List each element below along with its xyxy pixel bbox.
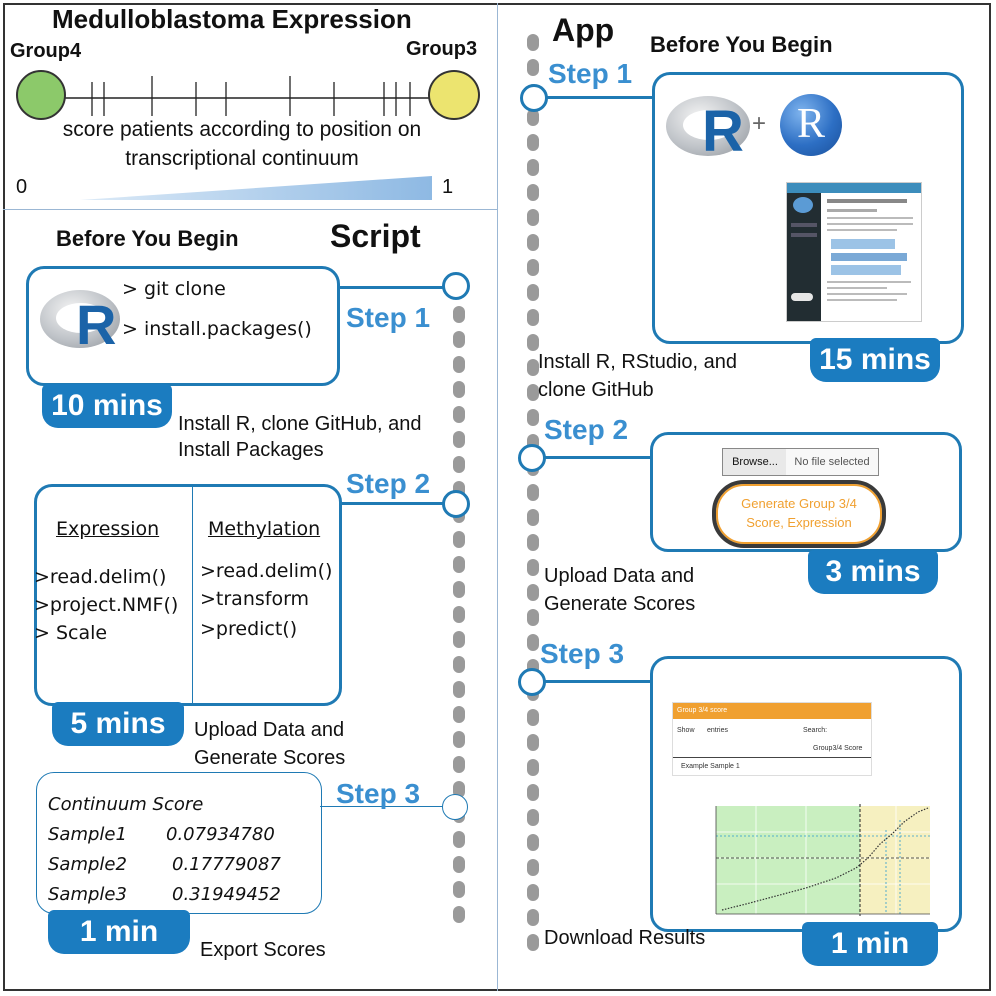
app-timeline-dots	[527, 34, 541, 959]
expr-line-1: >read.delim()	[34, 566, 167, 588]
script-title: Script	[330, 218, 421, 254]
results-row-sample: Example Sample 1	[681, 763, 740, 770]
no-file-label: No file selected	[794, 456, 870, 468]
sample2-value: 0.17779087	[172, 854, 281, 875]
results-search: Search:	[803, 727, 828, 734]
app-step1-desc2: clone GitHub	[538, 379, 654, 401]
app-before-heading: Before You Begin	[650, 32, 833, 57]
group3-label: Group3	[406, 38, 478, 60]
scale-min: 0	[16, 176, 28, 198]
expr-line-2: >project.NMF()	[34, 594, 179, 616]
script-step2-node	[442, 490, 470, 518]
script-timeline-dots	[453, 306, 467, 931]
app-step2-node	[518, 444, 546, 472]
sample1-value: 0.07934780	[166, 824, 275, 845]
app-r-logo-icon: R	[666, 96, 750, 164]
sample1-name: Sample1	[48, 824, 127, 845]
expression-header: Expression	[56, 518, 160, 540]
script-step2-desc1: Upload Data and	[194, 719, 345, 741]
meth-line-3: >predict()	[200, 618, 298, 640]
group3-circle	[428, 70, 480, 120]
file-name-field[interactable]: No file selected	[786, 448, 879, 476]
app-step1-time: 15 mins	[810, 338, 940, 382]
script-step2-label: Step 2	[346, 468, 431, 499]
generate-label-line2: Score, Expression	[746, 515, 852, 530]
app-step3-connector	[544, 680, 652, 683]
app-screenshot-thumbnail	[786, 182, 922, 322]
app-step3-desc: Download Results	[544, 927, 706, 949]
sample2-name: Sample2	[48, 854, 127, 875]
app-step2-desc1: Upload Data and	[544, 565, 695, 587]
app-step1-desc1: Install R, RStudio, and	[538, 351, 737, 373]
app-step2-label: Step 2	[544, 414, 629, 445]
app-title: App	[552, 12, 615, 48]
script-step2-connector	[340, 502, 446, 505]
sample3-value: 0.31949452	[172, 884, 281, 905]
column-divider	[497, 3, 498, 991]
rstudio-logo-icon: R	[780, 94, 842, 156]
script-step3-node	[442, 794, 468, 820]
app-step2-connector	[544, 456, 654, 459]
results-show: Show	[677, 727, 695, 734]
browse-label: Browse...	[732, 456, 778, 468]
app-step1-connector	[546, 96, 654, 99]
script-step1-node	[442, 272, 470, 300]
plus-sign: +	[752, 110, 767, 137]
app-step3-label: Step 3	[540, 638, 625, 669]
scale-max: 1	[442, 176, 454, 198]
script-step2-time: 5 mins	[52, 702, 184, 746]
results-chart-thumbnail	[696, 800, 936, 922]
generate-label-line1: Generate Group 3/4	[741, 496, 857, 511]
script-step2-split	[192, 486, 193, 704]
script-step2-card	[34, 484, 342, 706]
app-step1-node	[520, 84, 548, 112]
meth-line-2: >transform	[200, 588, 310, 610]
app-step1-label: Step 1	[548, 58, 633, 89]
results-panel-thumbnail: Group 3/4 score Show entries Search: Gro…	[672, 702, 872, 776]
header-divider	[3, 209, 497, 210]
app-step2-desc2: Generate Scores	[544, 593, 696, 615]
app-step3-node	[518, 668, 546, 696]
script-before-heading: Before You Begin	[56, 226, 239, 251]
cmd-install-packages: > install.packages()	[122, 318, 312, 340]
continuum-score-header: Continuum Score	[48, 794, 204, 815]
header-caption-line2: transcriptional continuum	[125, 147, 359, 170]
scale-wedge	[80, 176, 432, 200]
browse-button[interactable]: Browse...	[722, 448, 788, 476]
results-col-header: Group3/4 Score	[813, 745, 863, 752]
sample3-name: Sample3	[48, 884, 127, 905]
results-panel-title: Group 3/4 score	[673, 703, 871, 719]
script-step1-connector	[338, 286, 444, 289]
cmd-git-clone: > git clone	[122, 278, 226, 300]
script-step3-desc: Export Scores	[200, 939, 326, 961]
group4-circle	[16, 70, 66, 120]
app-step3-time: 1 min	[802, 922, 938, 966]
header-title: Medulloblastoma Expression	[52, 4, 412, 34]
script-step1-desc2: Install Packages	[178, 439, 324, 461]
header-caption-line1: score patients according to position on	[62, 118, 422, 141]
meth-line-1: >read.delim()	[200, 560, 333, 582]
script-step3-label: Step 3	[336, 778, 421, 809]
group4-label: Group4	[10, 40, 82, 62]
continuum-line	[54, 76, 454, 116]
methylation-header: Methylation	[208, 518, 321, 540]
script-step1-desc1: Install R, clone GitHub, and	[178, 413, 422, 435]
results-entries: entries	[707, 727, 729, 734]
r-logo-icon: R	[40, 290, 120, 356]
app-step2-time: 3 mins	[808, 550, 938, 594]
script-step1-time: 10 mins	[42, 384, 172, 428]
script-step3-time: 1 min	[48, 910, 190, 954]
script-step2-desc2: Generate Scores	[194, 747, 346, 769]
expr-line-3: > Scale	[34, 622, 108, 644]
generate-score-button[interactable]: Generate Group 3/4 Score, Expression	[712, 480, 886, 548]
script-step3-card	[36, 772, 322, 914]
script-step3-connector	[320, 806, 444, 807]
script-step1-label: Step 1	[346, 302, 431, 333]
